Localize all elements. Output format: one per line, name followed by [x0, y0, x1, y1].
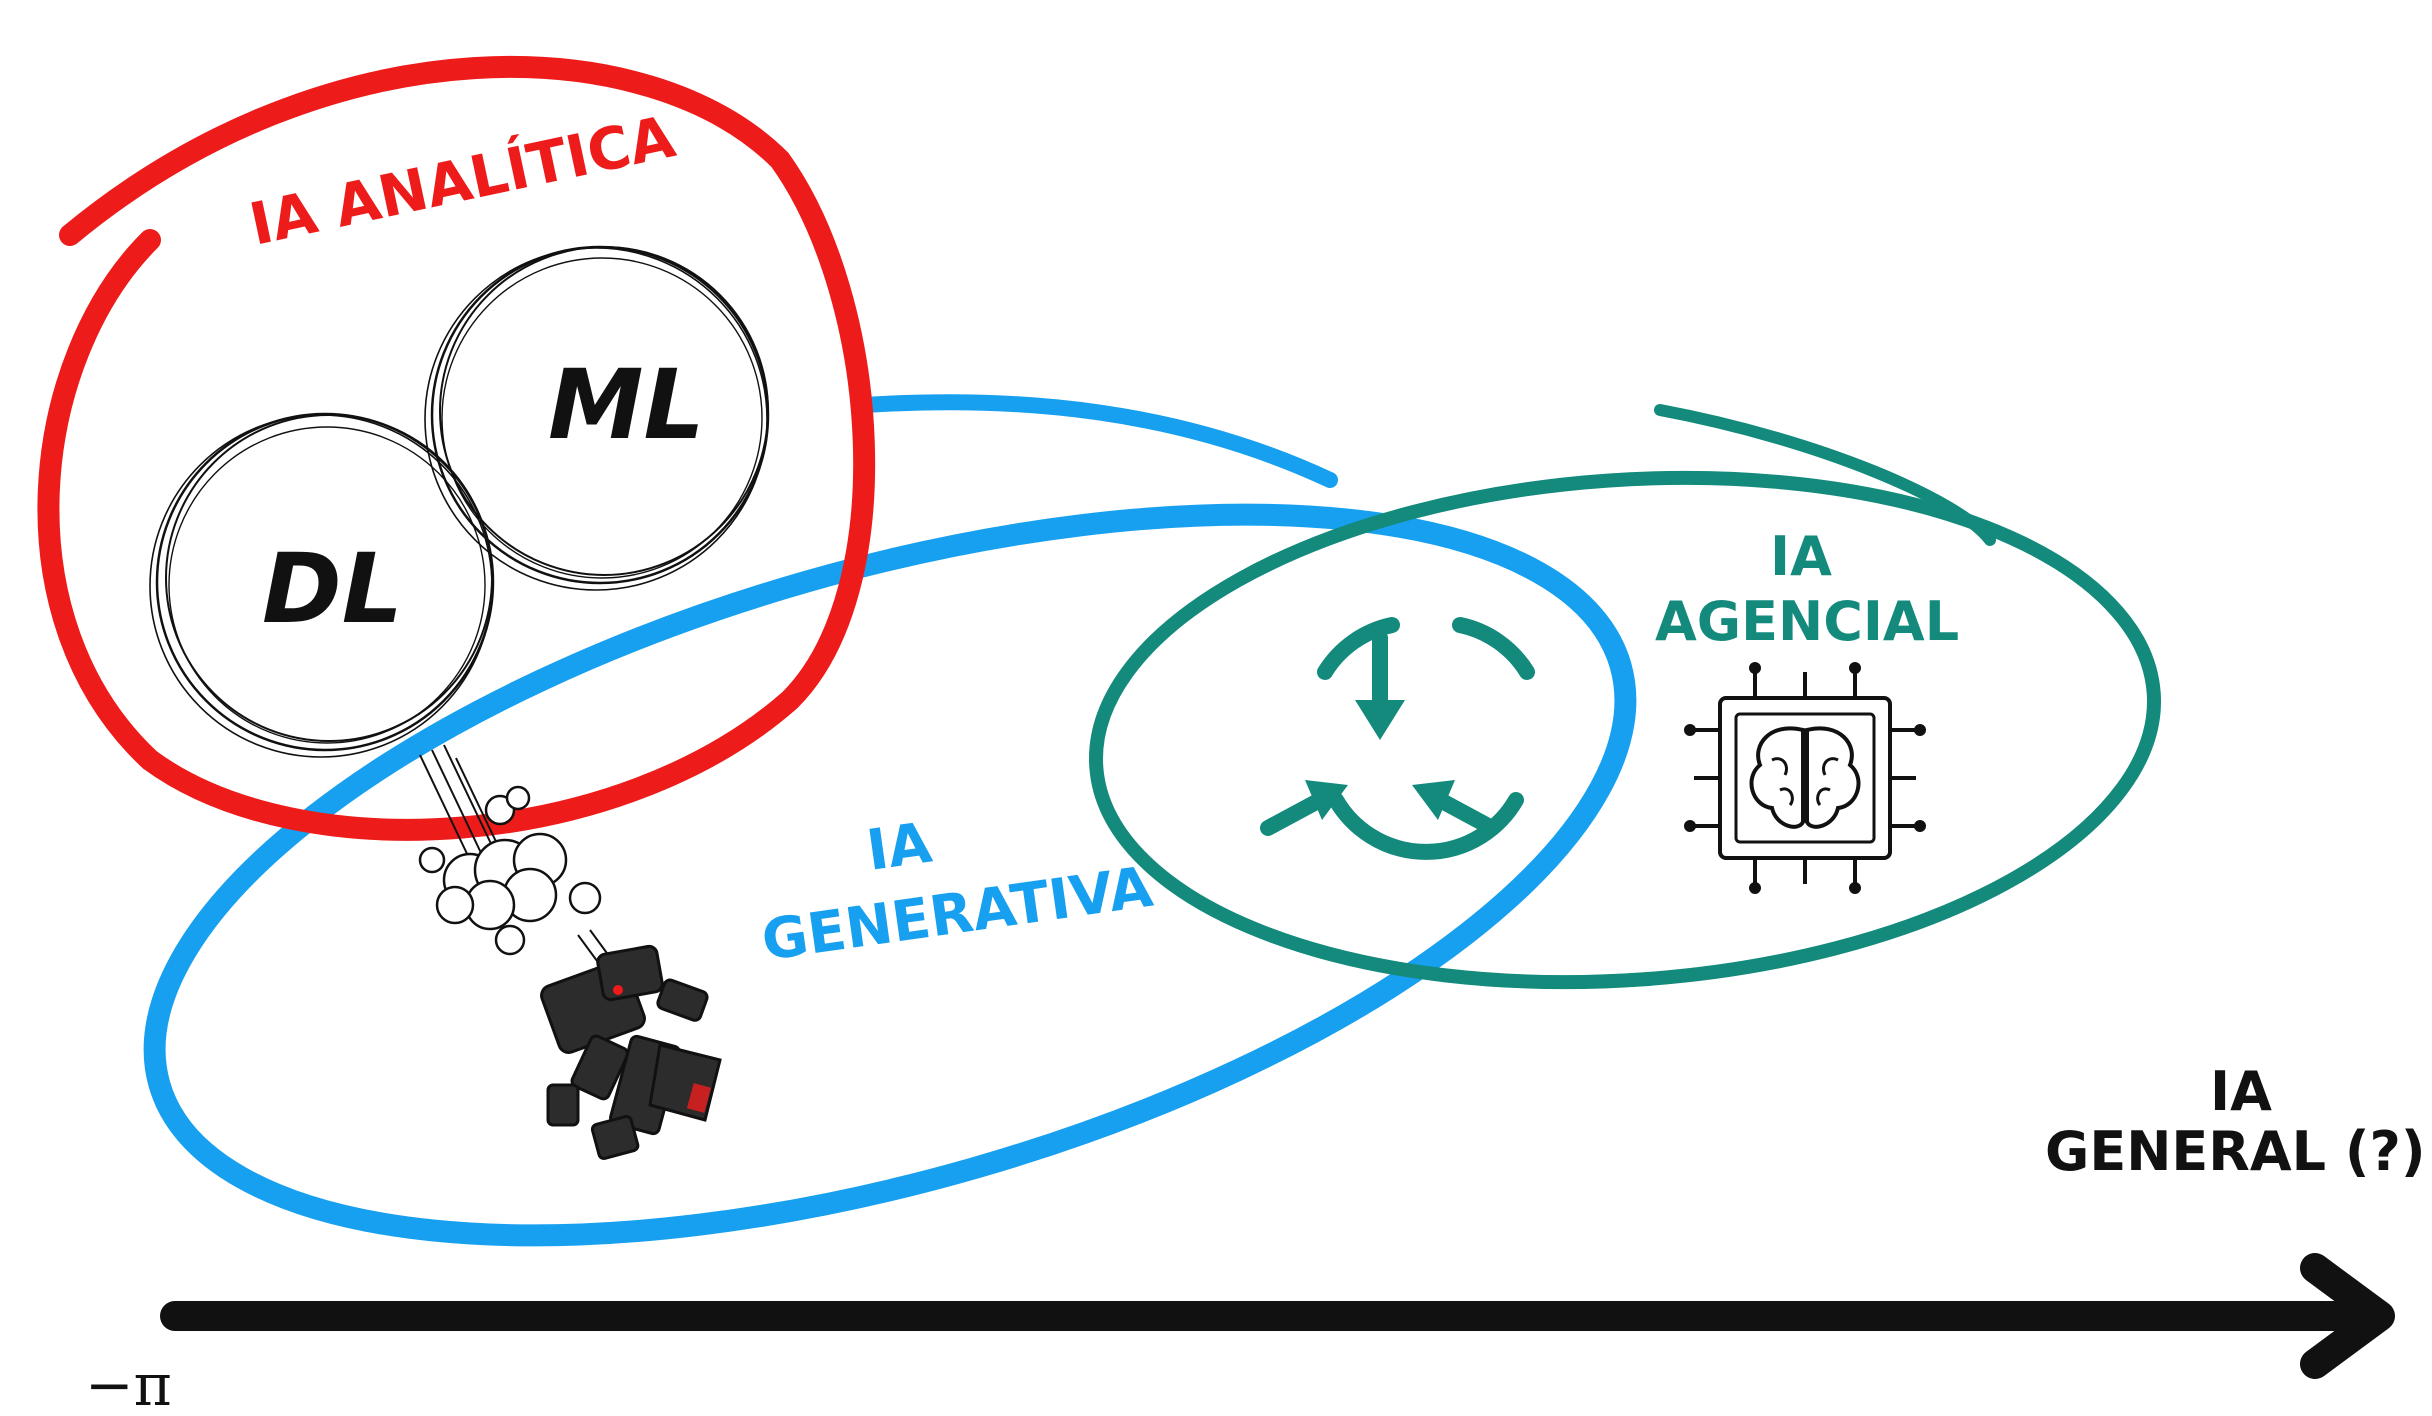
generativa-region: IA GENERATIVA	[75, 372, 1704, 1377]
generativa-label-line1: IA	[863, 810, 936, 883]
ai-brain-chip-icon	[1686, 664, 1924, 892]
generativa-swash	[865, 402, 1330, 480]
axis-origin-label: −π	[85, 1351, 172, 1416]
agencial-label-line2: AGENCIAL	[1655, 590, 1959, 653]
ml-label: ML	[548, 349, 705, 461]
general-label-line2: GENERAL (?)	[2045, 1120, 2426, 1183]
ml-dl-circles	[150, 247, 768, 757]
timeline-axis	[175, 1268, 2380, 1364]
agencial-label-line1: IA	[1770, 525, 1832, 588]
general-label-line1: IA	[2210, 1060, 2272, 1123]
dl-label: DL	[262, 533, 403, 645]
agent-cycle-icon	[1268, 625, 1527, 852]
generativa-label-line2: GENERATIVA	[758, 855, 1157, 974]
analitica-label: IA ANALÍTICA	[244, 101, 681, 258]
